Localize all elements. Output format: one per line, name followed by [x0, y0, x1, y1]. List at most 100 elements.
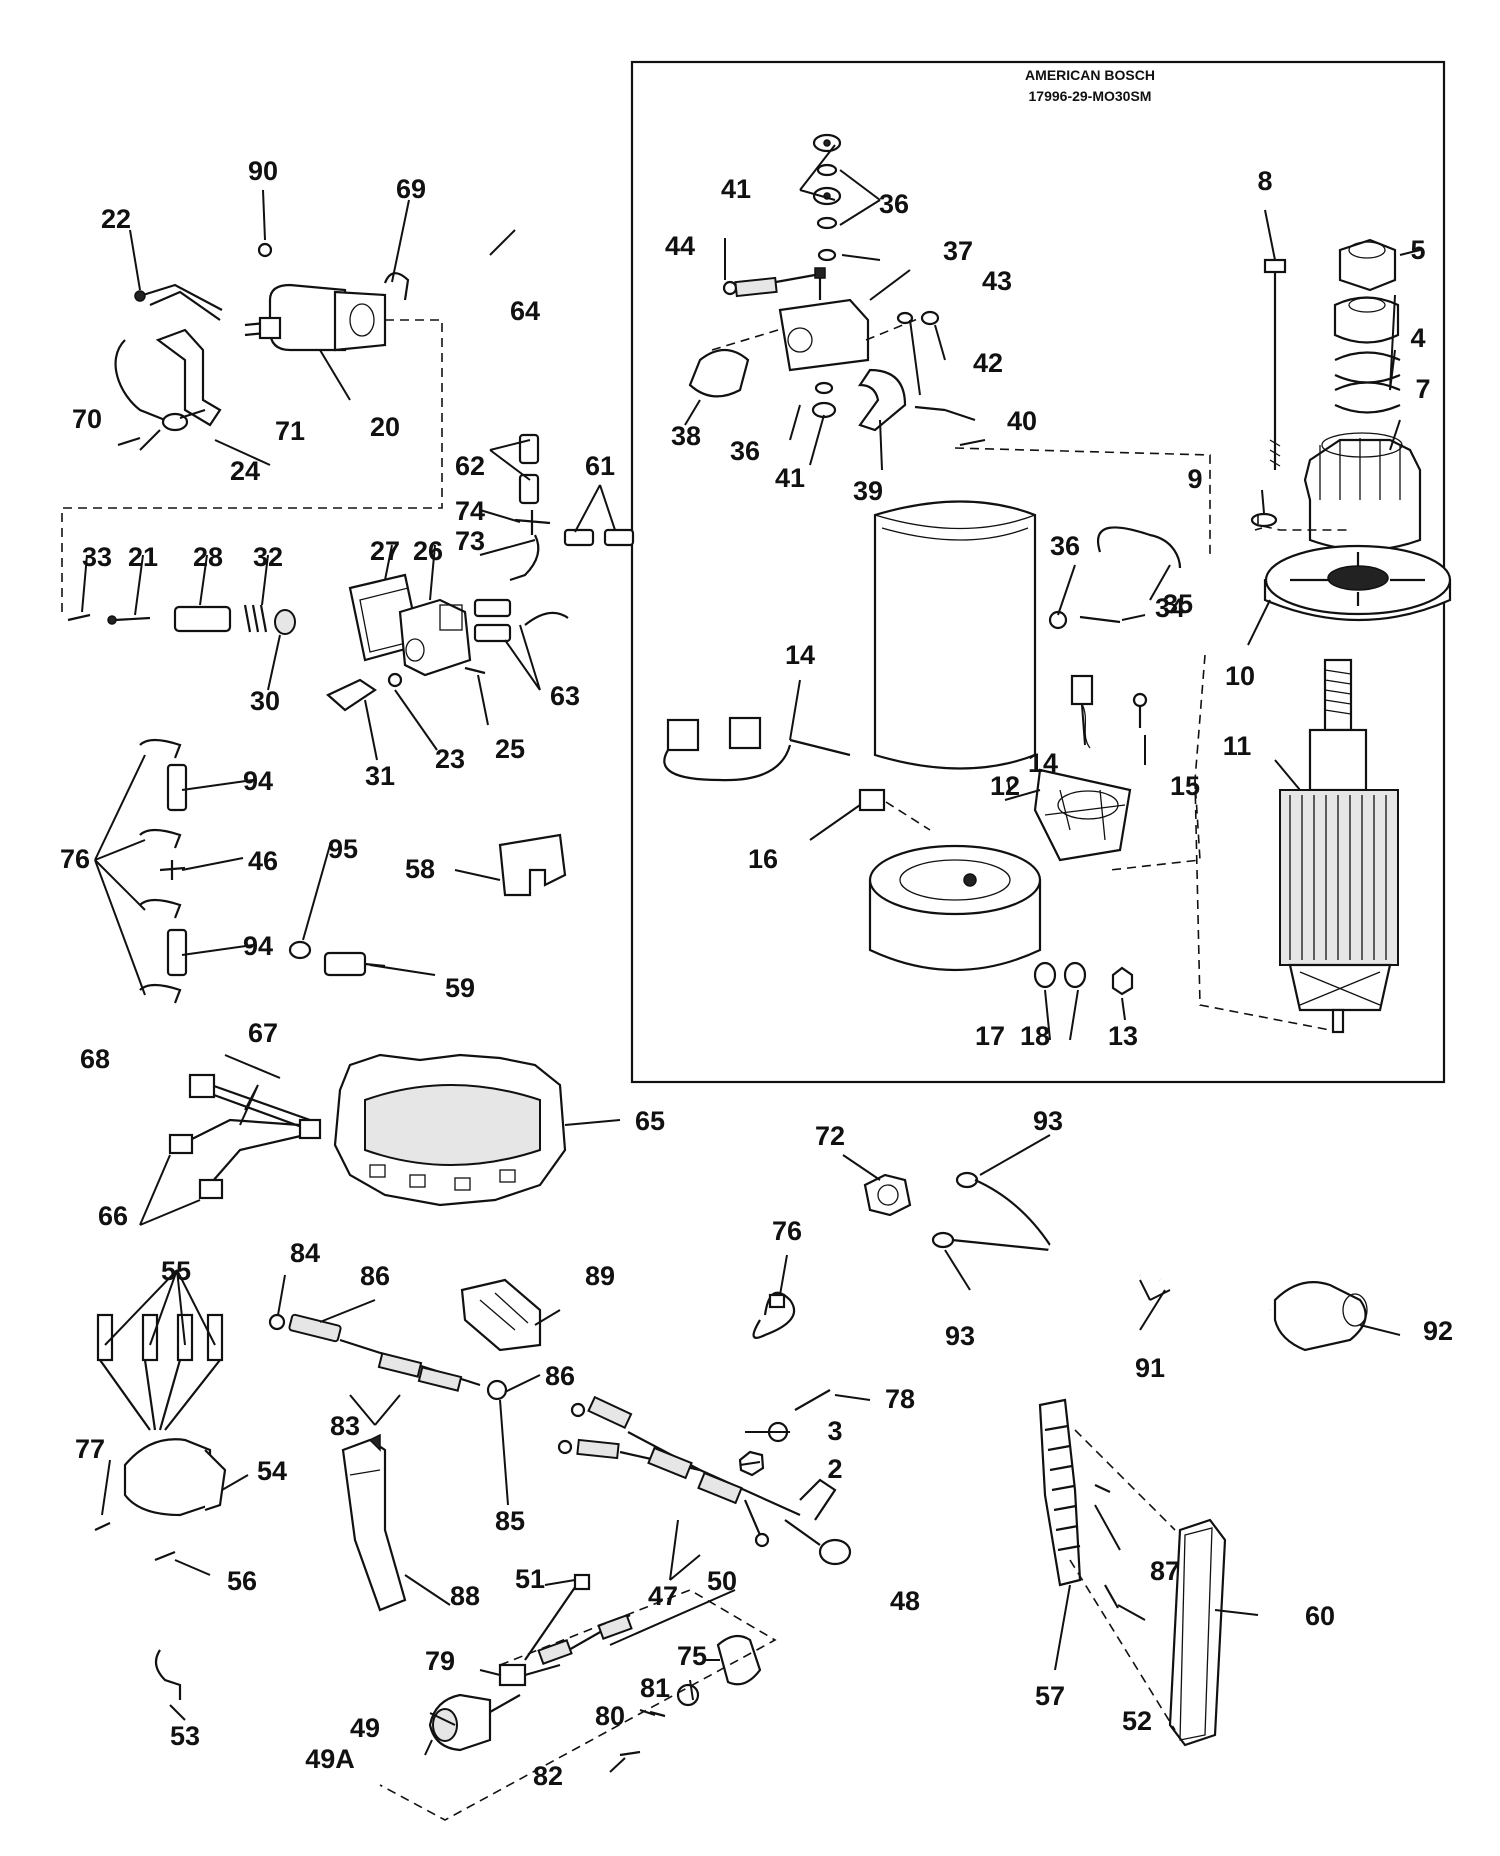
callout-79: 79	[425, 1646, 455, 1676]
callout-49: 49	[350, 1713, 380, 1743]
screw-34	[1079, 615, 1121, 624]
callout-2: 2	[827, 1454, 842, 1484]
callout-76a: 76	[60, 844, 90, 874]
callout-14b: 14	[1028, 748, 1058, 778]
callout-11: 11	[1223, 731, 1252, 761]
stator-65	[333, 1053, 567, 1207]
callout-74: 74	[455, 496, 485, 526]
screw-77	[94, 1522, 111, 1531]
insulator-89	[460, 1278, 542, 1352]
callout-15: 15	[1170, 771, 1200, 801]
screw-70	[117, 436, 141, 447]
callout-16: 16	[748, 844, 778, 874]
leader-lines	[81, 144, 1421, 1773]
bracket-58	[498, 833, 567, 897]
callout-59: 59	[445, 973, 475, 1003]
o-ring-23	[387, 672, 403, 688]
callout-76b: 76	[772, 1216, 802, 1246]
callout-66: 66	[98, 1201, 128, 1231]
handle-88	[341, 1433, 407, 1612]
callout-95: 95	[328, 834, 358, 864]
callout-70: 70	[72, 404, 102, 434]
callout-53: 53	[170, 1721, 200, 1751]
field-lead-35	[1097, 526, 1182, 569]
callout-9: 9	[1187, 464, 1202, 494]
callout-51: 51	[515, 1564, 545, 1594]
bearing-30	[274, 609, 296, 635]
fitting-61b	[603, 528, 635, 547]
drive-pinion	[1303, 432, 1422, 552]
spring-32	[243, 604, 268, 633]
callout-92: 92	[1423, 1316, 1453, 1346]
callout-83: 83	[330, 1411, 360, 1441]
armature	[1279, 658, 1399, 1034]
callout-40: 40	[1007, 406, 1037, 436]
callout-17: 17	[975, 1021, 1005, 1051]
callout-71: 71	[275, 416, 305, 446]
callout-44: 44	[665, 231, 695, 261]
inset-brand: AMERICAN BOSCH	[1025, 67, 1155, 83]
screw-52	[1104, 1584, 1119, 1609]
callout-55: 55	[161, 1256, 191, 1286]
callout-5: 5	[1410, 235, 1425, 265]
callout-38: 38	[671, 421, 701, 451]
callout-7: 7	[1415, 374, 1430, 404]
callout-48: 48	[890, 1586, 920, 1616]
callout-94b: 94	[243, 931, 273, 961]
callout-36a: 36	[879, 189, 909, 219]
callout-67: 67	[248, 1018, 278, 1048]
callout-41a: 41	[721, 174, 751, 204]
callout-86a: 86	[360, 1261, 390, 1291]
callout-93a: 93	[1033, 1106, 1063, 1136]
pinion-stack	[1333, 238, 1401, 414]
callout-69: 69	[396, 174, 426, 204]
callout-78: 78	[885, 1384, 915, 1414]
drive-end-head	[1263, 544, 1452, 622]
callout-73: 73	[455, 526, 485, 556]
screw-82	[619, 1750, 641, 1757]
fitting-62a	[518, 433, 540, 465]
fitting-62b	[518, 473, 540, 505]
inset-model: 17996-29-MO30SM	[1029, 88, 1152, 104]
fitting-59	[288, 940, 386, 977]
callout-91: 91	[1135, 1353, 1165, 1383]
nut-13	[1111, 966, 1134, 996]
callout-81: 81	[640, 1673, 670, 1703]
washer-17	[1033, 961, 1057, 989]
callout-82: 82	[533, 1761, 563, 1791]
callout-12: 12	[990, 771, 1020, 801]
solenoid-switch	[778, 267, 870, 372]
hose-63b	[473, 623, 512, 643]
harness-47	[557, 1395, 852, 1566]
callout-26: 26	[413, 536, 443, 566]
callout-20: 20	[370, 412, 400, 442]
callout-10: 10	[1225, 661, 1255, 691]
callout-63: 63	[550, 681, 580, 711]
callout-80: 80	[595, 1701, 625, 1731]
pin-21	[114, 616, 151, 622]
callout-87: 87	[1150, 1556, 1180, 1586]
starter-housing	[873, 500, 1037, 770]
spring-33	[67, 613, 91, 622]
hose-73	[509, 534, 540, 582]
callout-61: 61	[585, 451, 615, 481]
callout-57: 57	[1035, 1681, 1065, 1711]
callout-94a: 94	[243, 766, 273, 796]
callout-47: 47	[648, 1581, 678, 1611]
spring-80	[649, 1710, 666, 1718]
callout-75: 75	[677, 1641, 707, 1671]
hose-63c	[524, 611, 569, 626]
tie-stack-76	[139, 738, 188, 1004]
callout-86b: 86	[545, 1361, 575, 1391]
callout-18: 18	[1020, 1021, 1050, 1051]
callout-30: 30	[250, 686, 280, 716]
callout-34: 34	[1155, 593, 1185, 623]
callout-72: 72	[815, 1121, 845, 1151]
screw-25	[464, 666, 486, 675]
callout-22: 22	[101, 204, 131, 234]
boot-38	[688, 348, 750, 398]
callout-24: 24	[230, 456, 260, 486]
terminal-hardware	[811, 133, 940, 419]
callout-65: 65	[635, 1106, 665, 1136]
